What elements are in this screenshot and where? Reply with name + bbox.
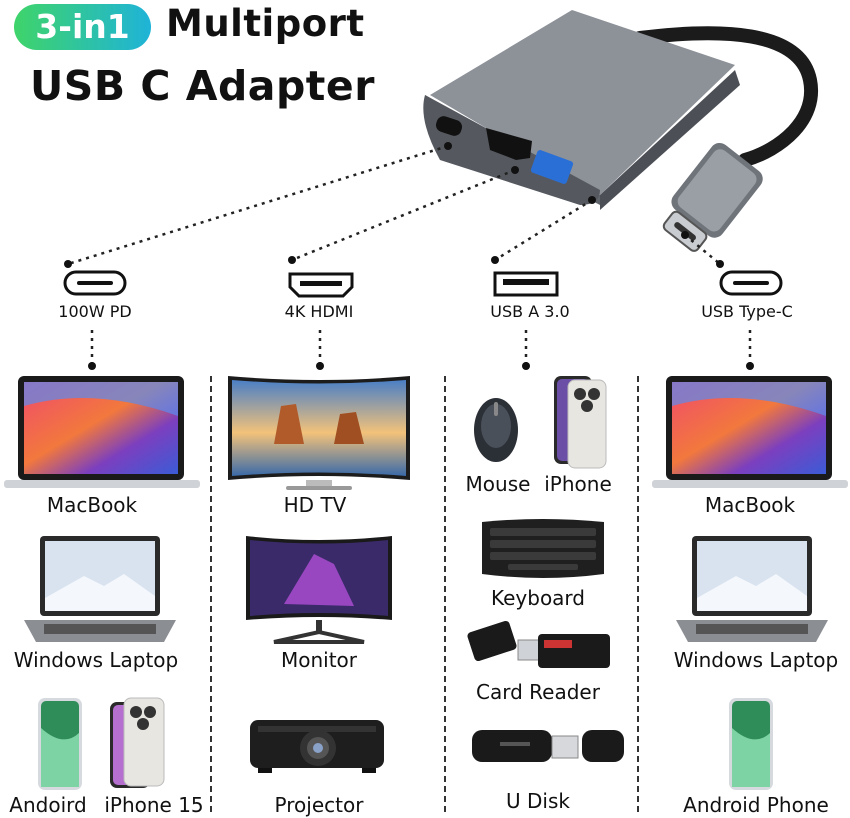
device-label: HD TV	[283, 493, 347, 517]
column-divider	[210, 376, 212, 812]
device-label: Projector	[274, 793, 364, 817]
keyboard-icon	[482, 519, 604, 578]
device-label: MacBook	[704, 493, 796, 517]
u-disk-icon	[472, 730, 624, 762]
port-label-usb-c: USB Type-C	[701, 302, 793, 321]
android-phone-icon	[38, 698, 82, 790]
device-label: Mouse	[465, 472, 531, 496]
device-label: U Disk	[506, 789, 570, 813]
port-label-pd: 100W PD	[58, 302, 132, 321]
iphone-icon	[110, 697, 165, 788]
device-label: Windows Laptop	[13, 648, 179, 672]
device-label: MacBook	[46, 493, 138, 517]
device-label: iPhone	[544, 472, 612, 496]
device-label: Android Phone	[683, 793, 829, 817]
windows-laptop-icon	[24, 536, 176, 642]
port-label-hdmi: 4K HDMI	[284, 302, 354, 321]
device-label: Card Reader	[476, 680, 600, 704]
title-line-2: USB C Adapter	[30, 62, 375, 110]
port-label-usb-a: USB A 3.0	[490, 302, 570, 321]
column-divider	[637, 376, 639, 812]
device-label: Monitor	[280, 648, 358, 672]
column-divider	[444, 376, 446, 812]
macbook-icon	[4, 376, 200, 488]
device-label: iPhone 15	[104, 793, 204, 817]
hdmi-port-icon	[288, 272, 354, 298]
device-label: Keyboard	[490, 586, 585, 610]
android-phone-icon	[729, 698, 773, 790]
usb-a-port-icon	[493, 271, 559, 297]
iphone-icon	[554, 376, 607, 469]
badge-3-in-1: 3-in1	[14, 4, 151, 50]
monitor-icon	[246, 536, 392, 644]
macbook-icon	[652, 376, 848, 488]
device-label: Andoird	[9, 793, 87, 817]
windows-laptop-icon	[676, 536, 828, 642]
title-line-1: Multiport	[166, 2, 365, 45]
usb-c-port-icon	[719, 270, 783, 296]
device-label: Windows Laptop	[673, 648, 839, 672]
usb-c-port-icon	[63, 270, 127, 296]
hd-tv-icon	[228, 376, 410, 490]
mouse-icon	[474, 398, 518, 462]
projector-icon	[250, 720, 384, 773]
card-reader-icon	[467, 620, 610, 668]
